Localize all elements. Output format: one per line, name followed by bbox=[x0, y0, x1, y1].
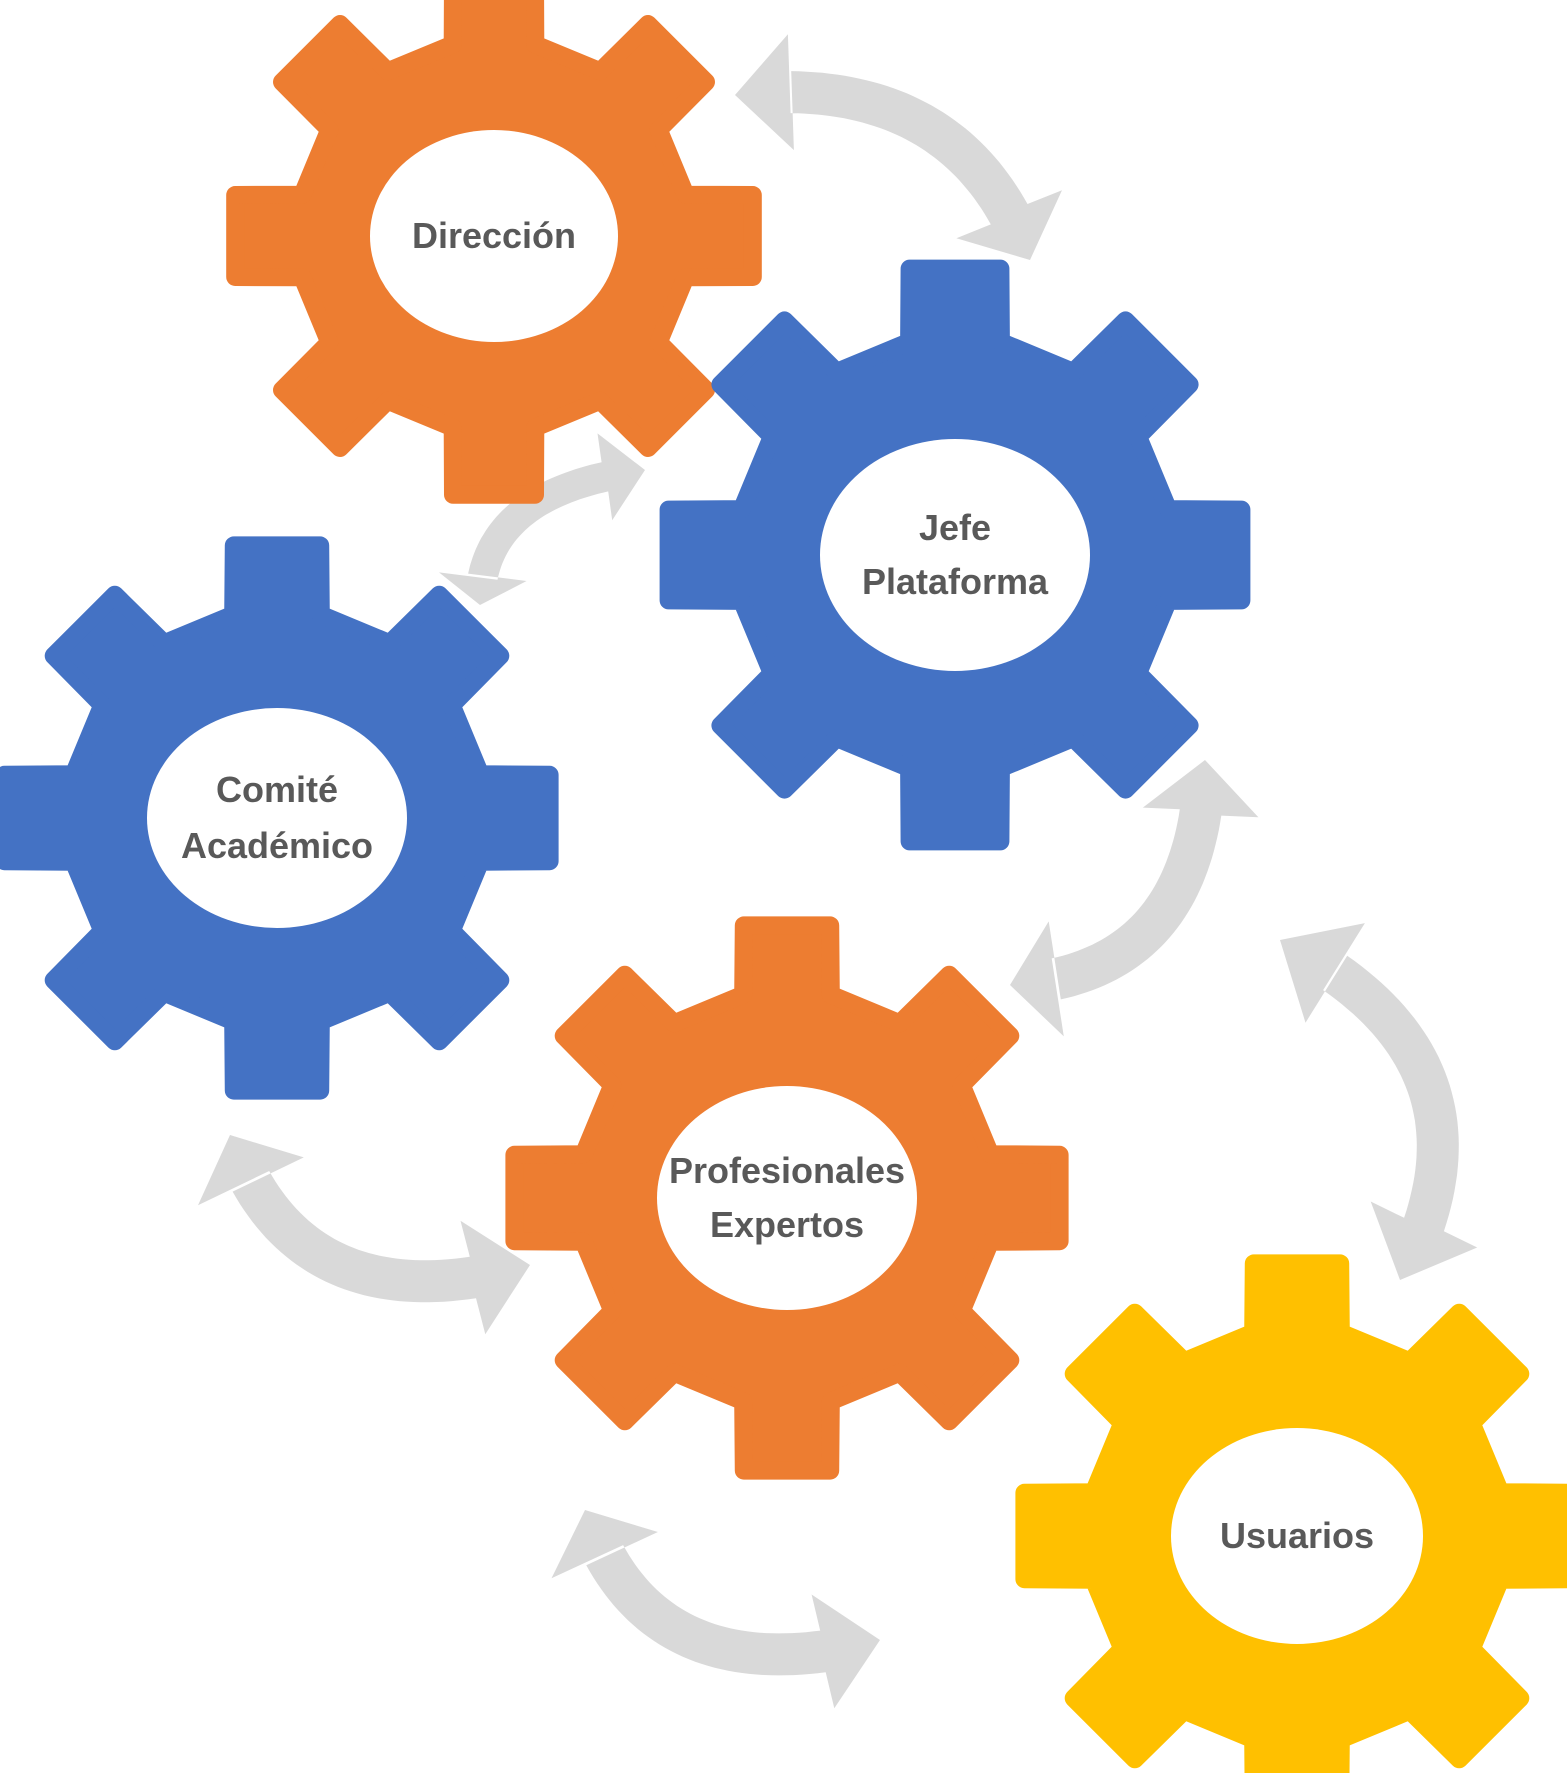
gear-label-comite-academico-line-2: Académico bbox=[181, 825, 373, 866]
bidirectional-arrow-jefe-plataforma-profesionales-expertos bbox=[1010, 760, 1259, 1037]
gear-label-jefe-plataforma-line-2: Plataforma bbox=[862, 561, 1049, 602]
gear-direccion: Dirección bbox=[226, 0, 762, 504]
gear-label-jefe-plataforma-line-1: Jefe bbox=[919, 507, 991, 548]
gear-label-profesionales-expertos-line-1: Profesionales bbox=[669, 1150, 905, 1191]
bidirectional-arrow-jefe-plataforma-comite-academico bbox=[439, 433, 645, 605]
bidirectional-arrow-profesionales-expertos-usuarios bbox=[551, 1510, 880, 1709]
gear-hole bbox=[1171, 1428, 1423, 1644]
gear-hole bbox=[657, 1086, 917, 1310]
gear-label-usuarios-line-1: Usuarios bbox=[1220, 1515, 1374, 1556]
gear-label-comite-academico-line-1: Comité bbox=[216, 769, 338, 810]
gear-label-direccion-line-1: Dirección bbox=[412, 215, 576, 256]
arrows-layer bbox=[198, 34, 1478, 1709]
bidirectional-arrow-direccion-jefe-plataforma bbox=[735, 34, 1062, 261]
gear-hole bbox=[370, 130, 618, 342]
gear-usuarios: Usuarios bbox=[1015, 1254, 1567, 1773]
gear-hole bbox=[147, 708, 407, 928]
bidirectional-arrow-usuarios-usuarios-upper bbox=[1280, 923, 1478, 1280]
gear-label-profesionales-expertos-line-2: Expertos bbox=[710, 1204, 864, 1245]
bidirectional-arrow-comite-academico-profesionales-expertos bbox=[198, 1135, 530, 1335]
gear-hole bbox=[820, 439, 1090, 671]
